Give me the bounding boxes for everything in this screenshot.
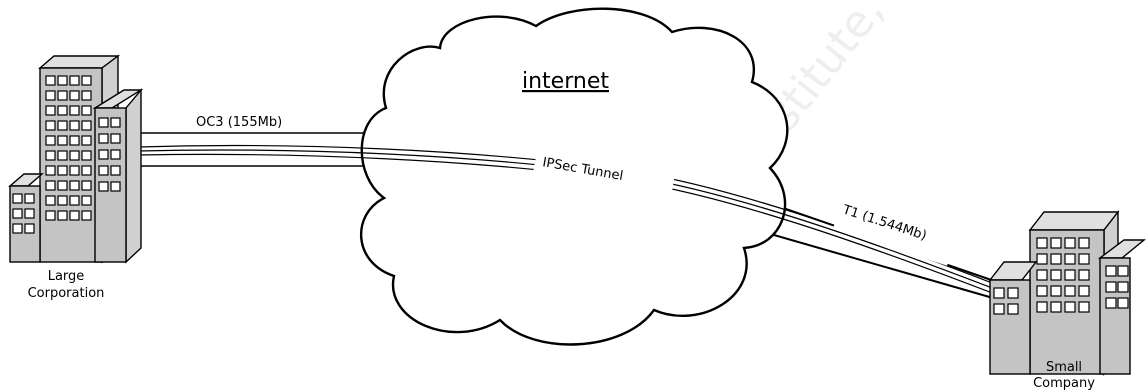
large-corporation-label-line1: Large [48,269,85,284]
small-company-label-line2: Company [1033,376,1095,391]
large-corporation-label-line2: Corporation [28,286,105,301]
oc3-link-label: OC3 (155Mb) [196,115,282,130]
small-company-building [990,212,1144,374]
oc3-link [138,133,384,166]
small-company-label-line1: Small [1046,360,1082,375]
internet-label: internet [522,69,609,94]
large-corporation-building [10,56,141,262]
